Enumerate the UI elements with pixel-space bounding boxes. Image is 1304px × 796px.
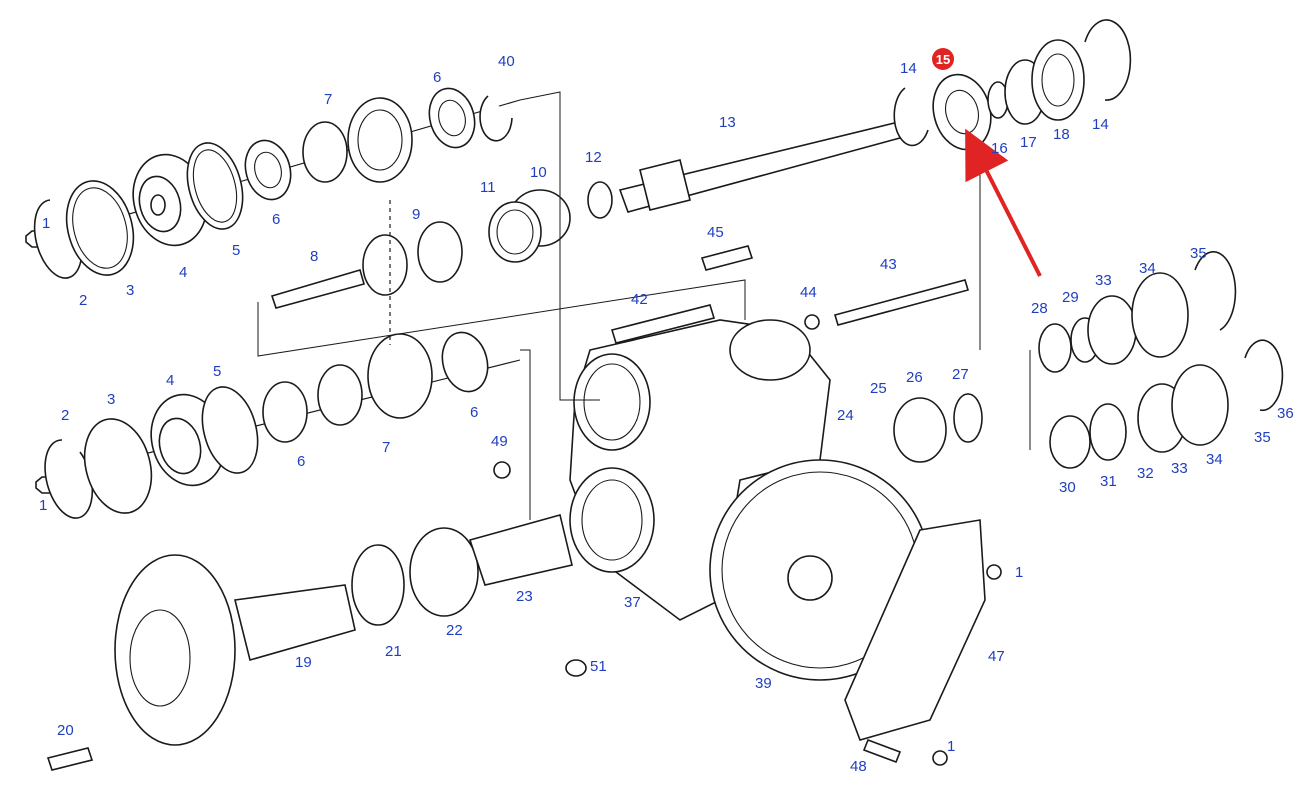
- highlighted-part-badge: 15: [932, 48, 954, 70]
- part-label: 17: [1020, 134, 1037, 151]
- part-label: 34: [1139, 260, 1156, 277]
- part-label: 1: [42, 215, 50, 232]
- part-label: 35: [1254, 429, 1271, 446]
- part-label: 1: [1015, 564, 1023, 581]
- part-label: 3: [126, 282, 134, 299]
- part-label: 13: [719, 114, 736, 131]
- top-shaft-assembly: [25, 87, 521, 279]
- part-label: 43: [880, 256, 897, 273]
- part-label: 25: [870, 380, 887, 397]
- ring-gear-part: [709, 459, 931, 681]
- part-label: 6: [297, 453, 305, 470]
- axle-shaft-part: [114, 514, 573, 746]
- gear-part: [302, 97, 413, 183]
- part-label: 8: [310, 248, 318, 265]
- part-label: 2: [79, 292, 87, 309]
- highlight-label: 15: [936, 52, 950, 67]
- part-label: 11: [480, 179, 496, 196]
- part-label: 24: [837, 407, 854, 424]
- part-label: 47: [988, 648, 1005, 665]
- cover-plate-part: [844, 519, 986, 741]
- part-label: 22: [446, 622, 463, 639]
- part-label: 6: [433, 69, 441, 86]
- part-label: 28: [1031, 300, 1048, 317]
- part-label: 45: [707, 224, 724, 241]
- part-label: 36: [1277, 405, 1294, 422]
- right-seal-assembly: [893, 251, 1284, 469]
- part-label: 19: [295, 654, 312, 671]
- part-label: 9: [412, 206, 420, 223]
- part-label: 2: [61, 407, 69, 424]
- part-label: 10: [530, 164, 547, 181]
- part-label: 18: [1053, 126, 1070, 143]
- part-label: 5: [232, 242, 240, 259]
- part-label: 39: [755, 675, 772, 692]
- part-label: 31: [1100, 473, 1117, 490]
- part-label: 49: [491, 433, 508, 450]
- part-label: 6: [470, 404, 478, 421]
- retaining-ring-part: [65, 180, 135, 276]
- part-label: 34: [1206, 451, 1223, 468]
- part-label: 14: [900, 60, 917, 77]
- part-label: 44: [800, 284, 817, 301]
- part-label: 14: [1092, 116, 1109, 133]
- part-label: 23: [516, 588, 533, 605]
- part-label: 32: [1137, 465, 1154, 482]
- part-label: 27: [952, 366, 969, 383]
- snap-ring-part: [479, 95, 513, 142]
- part-label: 16: [991, 140, 1008, 157]
- part-label: 29: [1062, 289, 1079, 306]
- part-label: 33: [1171, 460, 1188, 477]
- part-label: 37: [624, 594, 641, 611]
- part-label: 1: [947, 738, 955, 755]
- part-label: 40: [498, 53, 515, 70]
- part-label: 4: [179, 264, 187, 281]
- part-label: 20: [57, 722, 74, 739]
- bearing-part: [428, 87, 476, 149]
- part-label: 6: [272, 211, 280, 228]
- snap-ring-part: [893, 87, 929, 147]
- part-label: 7: [324, 91, 332, 108]
- part-label: 1: [39, 497, 47, 514]
- bearing-part: [244, 139, 292, 201]
- part-label: 48: [850, 758, 867, 775]
- part-label: 33: [1095, 272, 1112, 289]
- housing-part: [569, 319, 831, 621]
- part-label: 21: [385, 643, 402, 660]
- part-label: 4: [166, 372, 174, 389]
- part-label: 30: [1059, 479, 1076, 496]
- part-label: 51: [590, 658, 607, 675]
- part-label: 7: [382, 439, 390, 456]
- part-label: 3: [107, 391, 115, 408]
- part-label: 12: [585, 149, 602, 166]
- part-label: 42: [631, 291, 648, 308]
- middle-shaft-assembly: [35, 331, 521, 519]
- bearing-part: [932, 73, 992, 151]
- pin-part: [270, 221, 463, 309]
- part-label: 26: [906, 369, 923, 386]
- seal-ring-part: [186, 142, 244, 230]
- part-label: 5: [213, 363, 221, 380]
- part-label: 35: [1190, 245, 1207, 262]
